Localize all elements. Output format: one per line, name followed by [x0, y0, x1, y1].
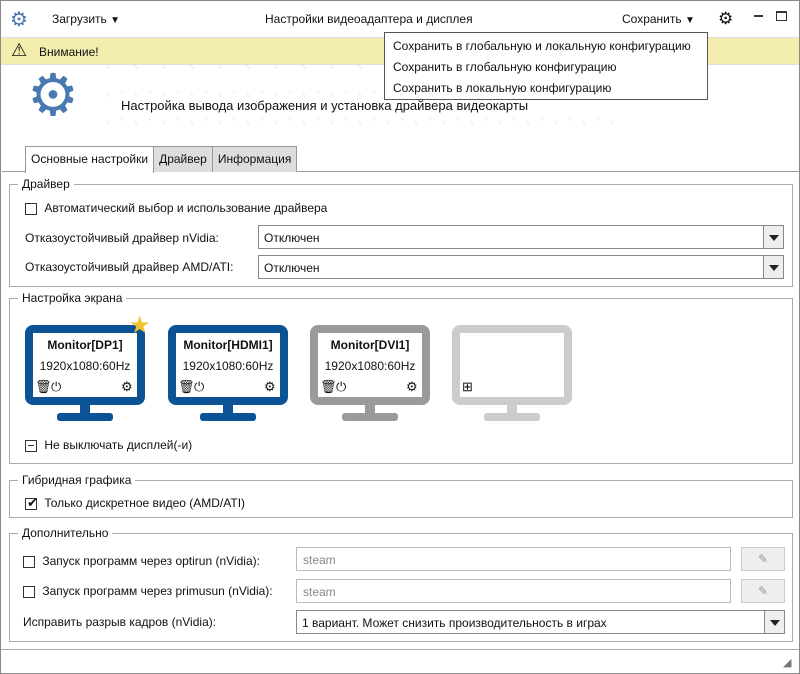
screen-group: Настройка экрана: [9, 291, 793, 464]
tearing-label: Исправить разрыв кадров (nVidia):: [23, 615, 217, 629]
monitor-name: Monitor[DP1]: [47, 338, 123, 352]
optirun-input[interactable]: steam: [296, 547, 731, 571]
tab-information[interactable]: Информация: [211, 146, 298, 172]
keep-displays-on-checkbox[interactable]: Не выключать дисплей(-и): [25, 438, 192, 452]
tab-main-settings[interactable]: Основные настройки: [25, 146, 155, 173]
header-text: Настройка вывода изображения и установка…: [121, 98, 529, 113]
checkbox[interactable]: [25, 439, 37, 452]
dropdown-arrow-icon: ▼: [110, 15, 121, 26]
extra-group: Дополнительно: [9, 526, 793, 642]
tab-label: Драйвер: [159, 152, 207, 166]
monitor-resolution: 1920x1080:60Hz: [324, 359, 416, 373]
auto-driver-checkbox[interactable]: Автоматический выбор и использование дра…: [25, 201, 327, 215]
status-bar: [1, 649, 799, 673]
edit-icon: ✎: [757, 584, 769, 598]
checkbox-label: Запуск программ через optirun (nVidia):: [42, 554, 260, 568]
select-value: Отключен: [264, 261, 320, 275]
group-title: Настройка экрана: [18, 291, 127, 305]
gear-icon[interactable]: ⚙: [121, 379, 133, 394]
window-title: Настройки видеоадаптера и дисплея: [265, 12, 473, 26]
save-menu-button[interactable]: Сохранить ▼: [622, 12, 695, 26]
gear-icon[interactable]: ⚙: [264, 379, 276, 394]
warning-text: Внимание!: [39, 45, 99, 59]
trash-icon[interactable]: 🗑: [178, 379, 195, 394]
load-label: Загрузить: [52, 12, 107, 26]
optirun-edit-button[interactable]: ✎: [741, 547, 785, 571]
tearing-select[interactable]: 1 вариант. Может снизить производительно…: [296, 610, 785, 634]
primary-star-icon: ★: [129, 312, 151, 339]
select-value: Отключен: [264, 231, 320, 245]
settings-gear-icon[interactable]: ⚙: [718, 9, 734, 28]
checkbox[interactable]: ✔: [25, 494, 38, 510]
nvidia-driver-label: Отказоустойчивый драйвер nVidia:: [25, 231, 219, 245]
monitor-resolution: 1920x1080:60Hz: [39, 359, 131, 373]
checkbox[interactable]: [25, 202, 37, 215]
chevron-down-icon: [763, 256, 783, 278]
edit-icon: ✎: [757, 552, 769, 566]
driver-group: Драйвер: [9, 177, 793, 287]
warning-icon: ⚠: [11, 40, 28, 60]
trash-icon[interactable]: 🗑: [320, 379, 337, 394]
monitor-name: Monitor[HDMI1]: [183, 338, 273, 352]
primusun-checkbox[interactable]: Запуск программ через primusun (nVidia):: [23, 584, 273, 598]
app-gears-icon: ⚙: [10, 9, 28, 31]
monitor-resolution: 1920x1080:60Hz: [182, 359, 274, 373]
resize-grip-icon[interactable]: ◢: [783, 657, 792, 669]
checkbox-label: Запуск программ через primusun (nVidia):: [42, 584, 273, 598]
title-bar: ⚙ Загрузить ▼ Настройки видеоадаптера и …: [1, 1, 799, 36]
hybrid-group: Гибридная графика: [9, 473, 793, 518]
discrete-video-checkbox[interactable]: ✔ Только дискретное видео (AMD/ATI): [25, 494, 246, 510]
primusun-input[interactable]: steam: [296, 579, 731, 603]
tab-label: Информация: [217, 152, 292, 166]
add-monitor-icon[interactable]: ⊞: [462, 379, 473, 394]
checkbox[interactable]: [23, 555, 35, 568]
checkbox-label: Автоматический выбор и использование дра…: [44, 201, 328, 215]
gear-icon[interactable]: ⚙: [406, 379, 418, 394]
power-icon[interactable]: ⏻: [336, 379, 347, 394]
nvidia-driver-select[interactable]: Отключен: [258, 225, 784, 249]
menu-item-save-global-local[interactable]: Сохранить в глобальную и локальную конфи…: [393, 39, 691, 53]
header-gears-icon: ⚙: [27, 63, 79, 128]
menu-item-save-local[interactable]: Сохранить в локальную конфигурацию: [393, 81, 612, 95]
minimize-button[interactable]: [754, 15, 763, 17]
save-label: Сохранить: [622, 12, 682, 26]
power-icon[interactable]: ⏻: [51, 379, 62, 394]
group-title: Дополнительно: [18, 526, 113, 540]
checkbox-label: Только дискретное видео (AMD/ATI): [44, 496, 246, 510]
group-title: Драйвер: [18, 177, 74, 191]
amd-driver-label: Отказоустойчивый драйвер AMD/ATI:: [25, 260, 234, 274]
amd-driver-select[interactable]: Отключен: [258, 255, 784, 279]
tab-bar: Основные настройки Драйвер Информация: [25, 146, 298, 173]
menu-item-save-global[interactable]: Сохранить в глобальную конфигурацию: [393, 60, 617, 74]
maximize-button[interactable]: [776, 11, 787, 21]
monitor-hdmi1[interactable]: Monitor[HDMI1] 1920x1080:60Hz 🗑⏻ ⚙: [168, 325, 288, 423]
checkbox[interactable]: [23, 585, 35, 598]
tab-driver[interactable]: Драйвер: [153, 146, 213, 172]
dropdown-arrow-icon: ▼: [684, 15, 695, 26]
tab-label: Основные настройки: [31, 152, 149, 166]
monitor-dp1[interactable]: Monitor[DP1] 1920x1080:60Hz 🗑⏻ ⚙ ★: [25, 312, 151, 423]
monitor-dvi1[interactable]: Monitor[DVI1] 1920x1080:60Hz 🗑⏻ ⚙: [310, 325, 430, 423]
load-menu-button[interactable]: Загрузить ▼: [52, 12, 120, 26]
chevron-down-icon: [763, 226, 783, 248]
trash-icon[interactable]: 🗑: [35, 379, 52, 394]
primusun-edit-button[interactable]: ✎: [741, 579, 785, 603]
power-icon[interactable]: ⏻: [194, 379, 205, 394]
optirun-checkbox[interactable]: Запуск программ через optirun (nVidia):: [23, 554, 260, 568]
select-value: 1 вариант. Может снизить производительно…: [302, 616, 607, 630]
monitor-name: Monitor[DVI1]: [330, 338, 410, 352]
checkbox-label: Не выключать дисплей(-и): [44, 438, 193, 452]
input-value: steam: [303, 585, 336, 599]
save-dropdown-menu: Сохранить в глобальную и локальную конфи…: [384, 32, 708, 100]
input-value: steam: [303, 553, 336, 567]
tab-panel: [2, 171, 799, 648]
group-title: Гибридная графика: [18, 473, 136, 487]
monitor-empty-slot[interactable]: ⊞: [452, 325, 572, 423]
chevron-down-icon: [764, 611, 784, 633]
